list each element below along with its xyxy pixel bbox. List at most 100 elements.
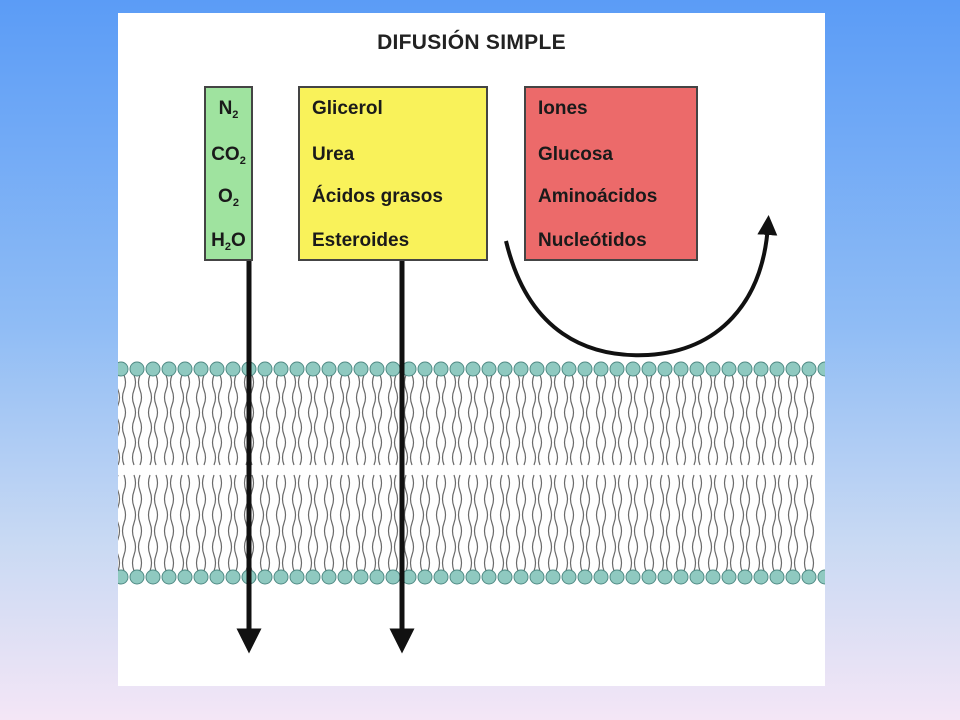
lipid-tail bbox=[601, 374, 607, 466]
membrane-diagram bbox=[118, 215, 825, 654]
membrane-heads-bottom bbox=[118, 569, 825, 585]
lipid-tail bbox=[803, 474, 809, 572]
lipid-head bbox=[465, 361, 481, 377]
lipid-head bbox=[689, 569, 705, 585]
lipid-tail bbox=[361, 374, 367, 466]
lipid-head bbox=[417, 569, 433, 585]
lipid-head bbox=[577, 361, 593, 377]
impermeable-item-glucosa: Glucosa bbox=[538, 144, 613, 165]
lipid-tail bbox=[249, 374, 255, 466]
lipid-head bbox=[721, 361, 737, 377]
lipid-head bbox=[369, 569, 385, 585]
permeable-item-acidos-grasos: Ácidos grasos bbox=[312, 186, 443, 207]
lipid-tail bbox=[601, 474, 607, 572]
lipid-head bbox=[145, 569, 161, 585]
lipid-tail bbox=[489, 374, 495, 466]
permeable-item-glicerol: Glicerol bbox=[312, 98, 383, 119]
lipid-tail bbox=[425, 374, 431, 466]
lipid-tail bbox=[585, 474, 591, 572]
lipid-tail bbox=[569, 374, 575, 466]
lipid-tail bbox=[691, 474, 697, 572]
lipid-head bbox=[753, 569, 769, 585]
gas-item-o2: O2 bbox=[218, 186, 239, 209]
lipid-tail bbox=[387, 374, 393, 466]
lipid-tail bbox=[435, 374, 441, 466]
lipid-tail bbox=[627, 374, 633, 466]
lipid-head bbox=[801, 361, 817, 377]
lipid-tail bbox=[489, 474, 495, 572]
lipid-tail bbox=[729, 474, 735, 572]
lipid-tail bbox=[739, 374, 745, 466]
lipid-tail bbox=[185, 374, 191, 466]
lipid-tail bbox=[243, 474, 249, 572]
lipid-tail bbox=[665, 374, 671, 466]
lipid-head bbox=[801, 569, 817, 585]
lipid-tail bbox=[659, 374, 665, 466]
lipid-head bbox=[481, 361, 497, 377]
box-gases: N2 CO2 O2 H2O bbox=[204, 86, 253, 261]
lipid-tail bbox=[707, 474, 713, 572]
lipid-head bbox=[769, 361, 785, 377]
lipid-tail bbox=[307, 474, 313, 572]
lipid-tail bbox=[713, 474, 719, 572]
lipid-tail bbox=[547, 374, 553, 466]
lipid-tail bbox=[217, 474, 223, 572]
lipid-head bbox=[513, 569, 529, 585]
lipid-tail bbox=[195, 374, 201, 466]
lipid-tail bbox=[579, 474, 585, 572]
lipid-tail bbox=[761, 374, 767, 466]
lipid-tail bbox=[169, 474, 175, 572]
lipid-tail bbox=[643, 374, 649, 466]
lipid-tail bbox=[137, 474, 143, 572]
lipid-head bbox=[657, 569, 673, 585]
lipid-tail bbox=[473, 474, 479, 572]
lipid-tail bbox=[313, 474, 319, 572]
lipid-tail bbox=[643, 474, 649, 572]
lipid-tail bbox=[617, 474, 623, 572]
lipid-tail bbox=[723, 374, 729, 466]
lipid-head bbox=[257, 569, 273, 585]
lipid-tail bbox=[723, 474, 729, 572]
lipid-head bbox=[289, 361, 305, 377]
lipid-tail bbox=[147, 374, 153, 466]
lipid-head bbox=[321, 361, 337, 377]
lipid-head bbox=[209, 361, 225, 377]
lipid-head bbox=[721, 569, 737, 585]
lipid-head bbox=[337, 569, 353, 585]
lipid-head bbox=[817, 361, 825, 377]
lipid-head bbox=[753, 361, 769, 377]
lipid-head bbox=[641, 361, 657, 377]
lipid-tail bbox=[393, 374, 399, 466]
lipid-tail bbox=[371, 374, 377, 466]
lipid-tail bbox=[755, 474, 761, 572]
lipid-tail bbox=[809, 374, 815, 466]
lipid-head bbox=[161, 569, 177, 585]
lipid-head bbox=[289, 569, 305, 585]
lipid-tail bbox=[457, 474, 463, 572]
lipid-tail bbox=[473, 374, 479, 466]
lipid-tail bbox=[771, 374, 777, 466]
lipid-tail bbox=[611, 474, 617, 572]
lipid-tail bbox=[419, 474, 425, 572]
lipid-head bbox=[673, 569, 689, 585]
lipid-tail bbox=[531, 374, 537, 466]
lipid-head bbox=[657, 361, 673, 377]
lipid-tail bbox=[563, 474, 569, 572]
diagram-title: DIFUSIÓN SIMPLE bbox=[377, 31, 566, 54]
lipid-tail bbox=[118, 475, 121, 572]
lipid-tail bbox=[361, 474, 367, 572]
lipid-tail bbox=[201, 474, 207, 572]
lipid-tail bbox=[633, 374, 639, 466]
lipid-head bbox=[118, 569, 129, 585]
lipid-tail bbox=[275, 474, 281, 572]
permeable-item-urea: Urea bbox=[312, 144, 355, 165]
lipid-tail bbox=[585, 374, 591, 466]
lipid-tail bbox=[697, 474, 703, 572]
lipid-head bbox=[673, 361, 689, 377]
lipid-tail bbox=[291, 474, 297, 572]
lipid-tail bbox=[185, 474, 191, 572]
lipid-tail bbox=[409, 374, 415, 466]
lipid-tail bbox=[665, 474, 671, 572]
lipid-tail bbox=[297, 374, 303, 466]
lipid-head bbox=[705, 569, 721, 585]
